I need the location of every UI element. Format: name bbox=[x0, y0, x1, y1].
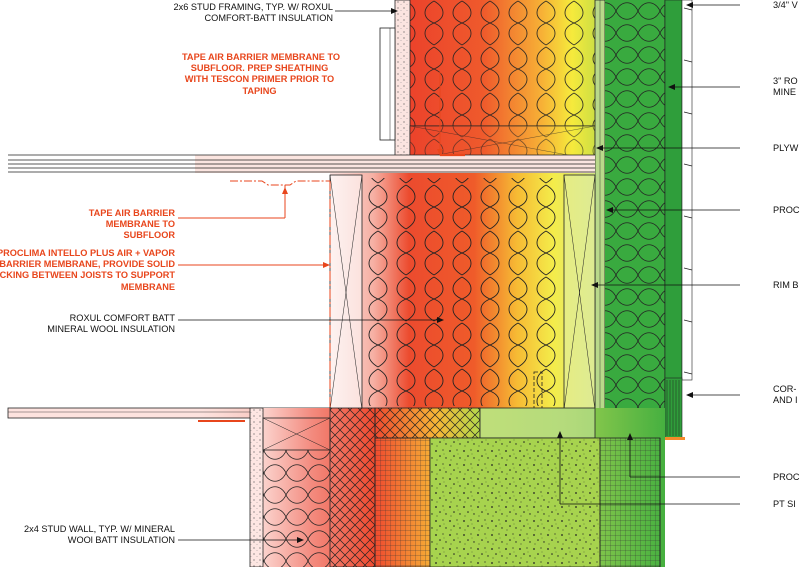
label-line: COMFORT-BATT INSULATION bbox=[204, 13, 333, 24]
label-line: SUBFLOOR. PREP SHEATHING bbox=[190, 63, 329, 74]
label-siding: 3/4" V bbox=[773, 0, 798, 11]
siding-cavity bbox=[681, 0, 693, 381]
label-line: MEMBRANE TO bbox=[105, 219, 175, 230]
sill-plate bbox=[479, 407, 596, 439]
label-line: PROCLIMA INTELLO PLUS AIR + VAPOR bbox=[0, 248, 175, 258]
label-line: SUBFLOOR bbox=[123, 230, 175, 241]
label-proclima-exterior: PROC bbox=[773, 205, 800, 216]
label-line: WITH TESCON PRIMER PRIOR TO bbox=[184, 74, 335, 85]
label-line: 3" RO bbox=[773, 76, 798, 86]
drip-flashing bbox=[665, 437, 685, 440]
lower-2x4-batts bbox=[263, 450, 330, 567]
crosshatch-wall-left bbox=[329, 407, 376, 567]
label-line: MINE bbox=[773, 87, 796, 98]
label-line: CKING BETWEEN JOISTS TO SUPPORT bbox=[0, 270, 175, 281]
crosshatch-top bbox=[374, 407, 481, 439]
upper-trim bbox=[379, 27, 396, 141]
label-roxul-exterior: 3" RO MINE bbox=[773, 76, 798, 98]
label-line: TAPE AIR BARRIER bbox=[88, 208, 175, 218]
red-annotation-lines bbox=[178, 72, 441, 408]
label-2x4-stud-wall: 2x4 STUD WALL, TYP. W/ MINERAL WOOl BATT… bbox=[24, 524, 175, 546]
label-plywood: PLYW bbox=[773, 143, 798, 154]
cor-a-vent bbox=[664, 377, 683, 439]
label-tape-air-barrier-membrane: TAPE AIR BARRIER MEMBRANE TO SUBFLOOR bbox=[89, 208, 175, 242]
label-line: PROC bbox=[773, 205, 800, 215]
label-line: PT SI bbox=[773, 499, 796, 509]
upper-drywall-dots bbox=[395, 0, 410, 160]
label-rim-board: RIM B bbox=[773, 280, 799, 291]
label-line: 2x6 STUD FRAMING, TYP. W/ ROXUL bbox=[173, 2, 333, 12]
label-line: AND I bbox=[773, 395, 798, 406]
label-line: TAPE AIR BARRIER MEMBRANE TO bbox=[182, 52, 341, 62]
label-line: ROXUL COMFORT BATT bbox=[69, 313, 175, 323]
strapping bbox=[664, 0, 683, 381]
label-line: 3/4" V bbox=[773, 0, 798, 10]
label-proclima-lower: PROC bbox=[773, 472, 800, 483]
rim-joist-batts bbox=[362, 178, 564, 406]
label-line: COR- bbox=[773, 384, 797, 394]
label-line: PLYW bbox=[773, 143, 799, 153]
label-line: TAPING bbox=[242, 85, 277, 96]
label-proclima-intello: PROCLIMA INTELLO PLUS AIR + VAPOR BARRIE… bbox=[0, 248, 175, 293]
label-line: RIM B bbox=[773, 280, 799, 290]
label-2x6-stud-framing: 2x6 STUD FRAMING, TYP. W/ ROXUL COMFORT-… bbox=[174, 2, 333, 24]
siding-boards bbox=[683, 7, 693, 375]
leader-lines bbox=[178, 4, 740, 541]
label-roxul-comfort-batt: ROXUL COMFORT BATT MINERAL WOOL INSULATI… bbox=[47, 313, 175, 335]
exterior-mineral-wool-pattern bbox=[605, 0, 665, 437]
label-line: BARRIER MEMBRANE, PROVIDE SOLID bbox=[0, 259, 175, 270]
label-line: MEMBRANE bbox=[120, 281, 175, 292]
label-pt-sill: PT SI bbox=[773, 499, 796, 510]
leader-arrowheads bbox=[297, 2, 693, 543]
label-cor-a-vent: COR- AND I bbox=[773, 384, 798, 406]
floor-joist-lines bbox=[8, 154, 595, 173]
label-tape-air-barrier-subfloor: TAPE AIR BARRIER MEMBRANE TO SUBFLOOR. P… bbox=[182, 52, 341, 97]
label-line: 2x4 STUD WALL, TYP. W/ MINERAL bbox=[24, 524, 175, 534]
grid-insulation-left bbox=[374, 437, 431, 567]
label-line: PROC bbox=[773, 472, 800, 482]
label-line: MINERAL WOOL INSULATION bbox=[47, 324, 175, 335]
label-line: WOOl BATT INSULATION bbox=[67, 535, 175, 546]
